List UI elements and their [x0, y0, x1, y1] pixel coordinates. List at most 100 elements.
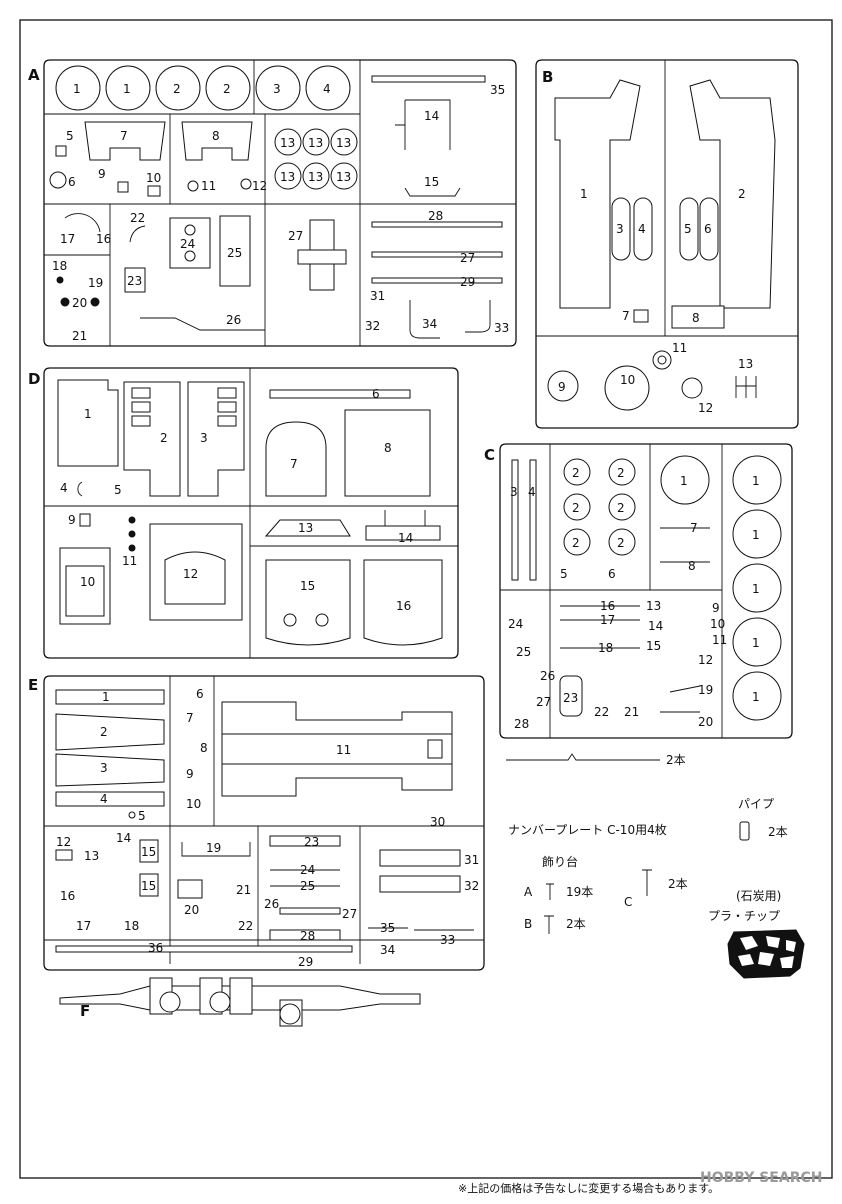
part-d-9: 9 [68, 513, 76, 527]
part-c-9: 9 [712, 601, 720, 615]
part-b-8: 8 [692, 311, 700, 325]
part-c-1f: 1 [752, 690, 760, 704]
part-a-32: 32 [365, 319, 380, 333]
part-d-5: 5 [114, 483, 122, 497]
part-e-27: 27 [342, 907, 357, 921]
part-c-10: 10 [710, 617, 725, 631]
part-c-3: 3 [510, 485, 518, 499]
part-a-9: 9 [98, 167, 106, 181]
part-e-12: 12 [56, 835, 71, 849]
part-e-29: 29 [298, 955, 313, 969]
part-e-4: 4 [100, 792, 108, 806]
part-c-25: 25 [516, 645, 531, 659]
part-e-10: 10 [186, 797, 201, 811]
part-e-20: 20 [184, 903, 199, 917]
footer-note: ※上記の価格は予告なしに変更する場合もあります。 [458, 1181, 719, 1195]
sprue-a: A 1 1 2 2 3 4 35 14 5 7 8 [28, 59, 517, 347]
part-c-28: 28 [514, 717, 529, 731]
part-a-14: 14 [424, 109, 439, 123]
part-e-16: 16 [60, 889, 75, 903]
part-a-23: 23 [127, 274, 142, 288]
part-c-13: 13 [646, 599, 661, 613]
part-a-29: 27 [460, 251, 475, 265]
part-e-26: 26 [264, 897, 279, 911]
part-a-10: 10 [146, 171, 161, 185]
plastic-chip-label: プラ・チップ [708, 909, 780, 923]
pipe-label: パイプ [738, 797, 774, 811]
part-d-10: 10 [80, 575, 95, 589]
part-a-22: 22 [130, 211, 145, 225]
part-a-21: 21 [72, 329, 87, 343]
part-c-6: 6 [608, 567, 616, 581]
part-a-30: 29 [460, 275, 475, 289]
part-a-1: 1 [73, 82, 81, 96]
part-e-35: 35 [380, 921, 395, 935]
part-e-6: 6 [196, 687, 204, 701]
part-a-26: 26 [226, 313, 241, 327]
part-c-1d: 1 [752, 582, 760, 596]
part-c-2c: 2 [572, 501, 580, 515]
part-c-21: 21 [624, 705, 639, 719]
part-e-3: 3 [100, 761, 108, 775]
part-b-2: 2 [738, 187, 746, 201]
part-c-1: 1 [680, 474, 688, 488]
part-e-15b: 15 [141, 879, 156, 893]
part-b-11: 11 [672, 341, 687, 355]
part-a-2b: 2 [223, 82, 231, 96]
part-e-18: 18 [124, 919, 139, 933]
part-e-28: 28 [300, 929, 315, 943]
part-a-33: 33 [494, 321, 509, 335]
part-d-16: 16 [396, 599, 411, 613]
part-e-31: 31 [464, 853, 479, 867]
part-c-15: 15 [646, 639, 661, 653]
pin-b-icon [544, 915, 554, 934]
part-a-19: 19 [88, 276, 103, 290]
part-e-24: 24 [300, 863, 315, 877]
part-a-15: 15 [424, 175, 439, 189]
part-e-17: 17 [76, 919, 91, 933]
part-a-6: 6 [68, 175, 76, 189]
part-e-19: 19 [206, 841, 221, 855]
part-e-22: 22 [238, 919, 253, 933]
part-a-13d: 13 [280, 170, 295, 184]
part-d-11: 11 [122, 554, 137, 568]
part-c-14: 14 [648, 619, 663, 633]
part-d-14: 14 [398, 531, 413, 545]
sprue-e: E 1 6 2 7 8 3 9 4 10 5 11 30 12 14 [28, 675, 485, 971]
part-c-19: 19 [698, 683, 713, 697]
part-a-3: 3 [273, 82, 281, 96]
stand-label: 飾り台 [542, 854, 578, 869]
part-b-9: 9 [558, 380, 566, 394]
part-a-25: 25 [227, 246, 242, 260]
part-a-13f: 13 [336, 170, 351, 184]
part-c-4: 4 [528, 485, 536, 499]
part-c-23: 23 [563, 691, 578, 705]
pipe-count: 2本 [768, 825, 788, 839]
sprue-f-letter: F [80, 1002, 90, 1020]
part-c-1e: 1 [752, 636, 760, 650]
part-c-12: 12 [698, 653, 713, 667]
part-b-12: 12 [698, 401, 713, 415]
coal-chips-icon [727, 929, 805, 979]
part-c-8: 8 [688, 559, 696, 573]
part-a-20: 20 [72, 296, 87, 310]
stand-c-label: C [624, 895, 632, 909]
stand-a-label: A [524, 885, 533, 899]
part-d-13: 13 [298, 521, 313, 535]
part-c-16: 16 [600, 599, 615, 613]
part-a-28: 28 [428, 209, 443, 223]
part-d-12: 12 [183, 567, 198, 581]
stand-b-count: 2本 [566, 917, 586, 931]
part-a-2: 2 [173, 82, 181, 96]
part-e-21: 21 [236, 883, 251, 897]
part-d-2: 2 [160, 431, 168, 445]
stand-a-count: 19本 [566, 885, 593, 899]
part-c-18: 18 [598, 641, 613, 655]
part-e-25: 25 [300, 879, 315, 893]
part-b-10: 10 [620, 373, 635, 387]
part-a-13c: 13 [336, 136, 351, 150]
part-e-14: 14 [116, 831, 131, 845]
part-c-20: 20 [698, 715, 713, 729]
part-e-2: 2 [100, 725, 108, 739]
part-c-17: 17 [600, 613, 615, 627]
